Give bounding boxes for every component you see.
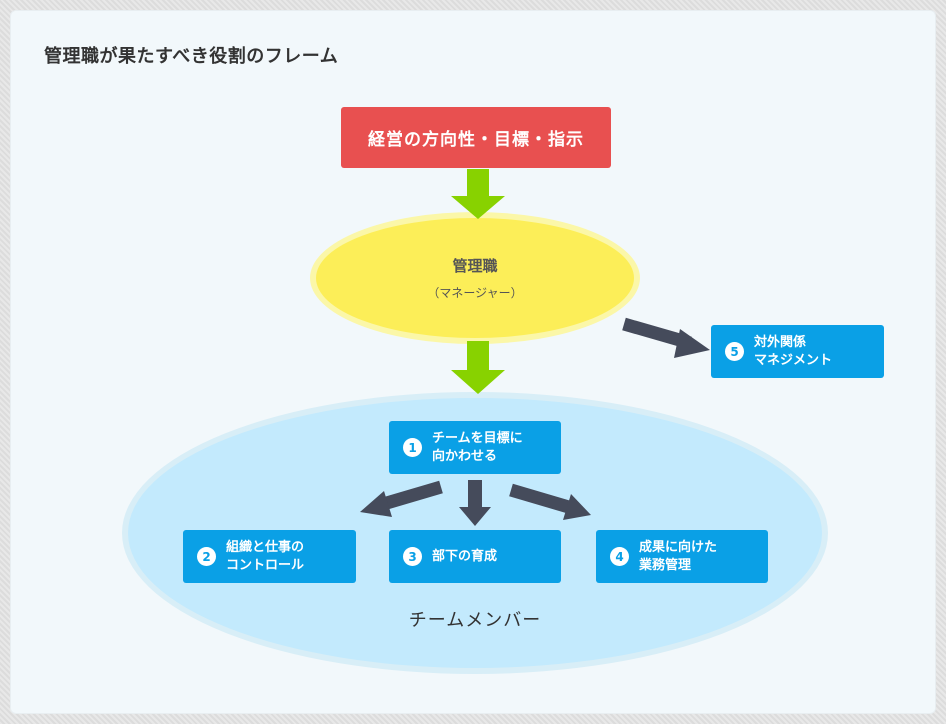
- manager-node: 管理職 （マネージャー）: [316, 218, 634, 338]
- role-number-1: 1: [403, 438, 422, 457]
- role-label-5-line1: 対外関係: [754, 334, 807, 350]
- role-label-4-line2: 業務管理: [639, 557, 692, 573]
- role-label-4-line1: 成果に向けた: [639, 539, 718, 555]
- role-label-4: 成果に向けた 業務管理: [639, 539, 717, 575]
- role-number-3: 3: [403, 547, 422, 566]
- role-label-3: 部下の育成: [432, 548, 497, 566]
- manager-subtitle: （マネージャー）: [427, 286, 523, 300]
- role-box-4: 4 成果に向けた 業務管理: [596, 530, 768, 583]
- role-label-1-line1: チームを目標に: [432, 430, 523, 446]
- management-direction-label: 経営の方向性・目標・指示: [368, 130, 584, 150]
- role-label-2-line2: コントロール: [226, 557, 305, 573]
- role-box-2: 2 組織と仕事の コントロール: [183, 530, 356, 583]
- role-box-1: 1 チームを目標に 向かわせる: [389, 421, 561, 474]
- green-arrow-down-2: [451, 341, 505, 394]
- arrow-to-task-management: [509, 483, 591, 520]
- arrow-to-organization-control: [360, 480, 443, 517]
- role-number-5: 5: [725, 342, 744, 361]
- role-label-1-line2: 向かわせる: [432, 448, 498, 464]
- manager-ellipse: [316, 218, 634, 338]
- role-label-2-line1: 組織と仕事の: [226, 539, 305, 555]
- role-label-3-line1: 部下の育成: [432, 548, 498, 564]
- role-number-4: 4: [610, 547, 629, 566]
- role-box-3: 3 部下の育成: [389, 530, 561, 583]
- role-label-2: 組織と仕事の コントロール: [226, 539, 304, 575]
- role-label-1: チームを目標に 向かわせる: [432, 430, 523, 466]
- role-label-5-line2: マネジメント: [754, 352, 833, 368]
- team-members-label: チームメンバー: [408, 610, 542, 631]
- manager-title: 管理職: [452, 257, 498, 275]
- arrow-to-external-relations: [622, 317, 710, 358]
- management-direction-box: 経営の方向性・目標・指示: [341, 107, 611, 168]
- diagram-title: 管理職が果たすべき役割のフレーム: [44, 46, 339, 67]
- role-number-2: 2: [197, 547, 216, 566]
- arrow-to-subordinate-development: [459, 480, 491, 526]
- role-box-5: 5 対外関係 マネジメント: [711, 325, 884, 378]
- green-arrow-down-1: [451, 169, 505, 219]
- role-label-5: 対外関係 マネジメント: [754, 334, 832, 370]
